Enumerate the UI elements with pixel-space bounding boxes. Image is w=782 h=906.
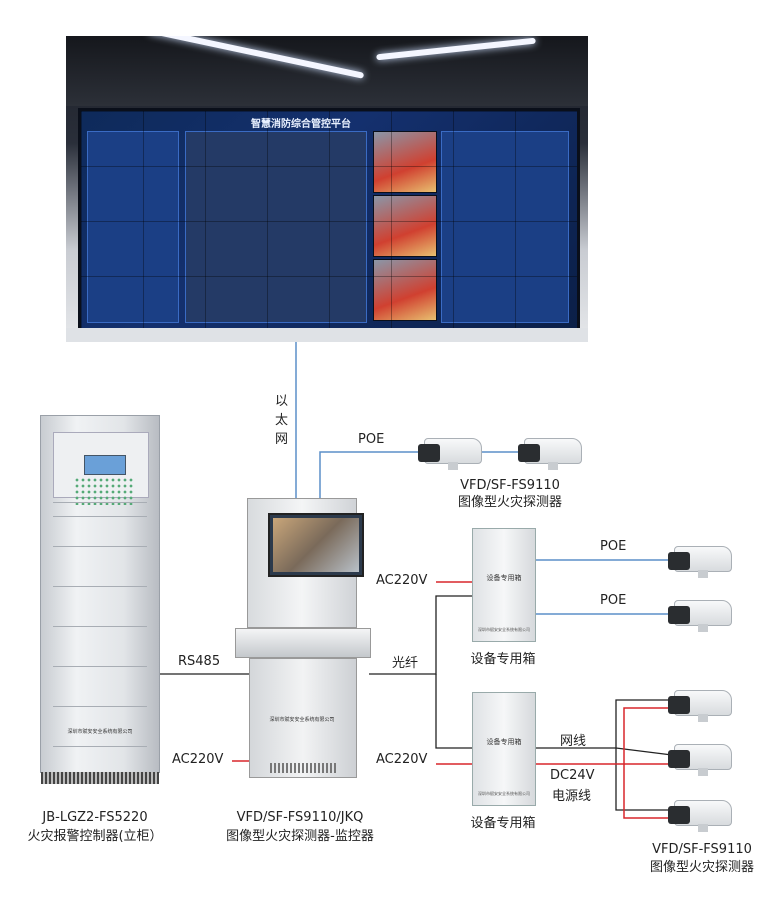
box2-name: 设备专用箱 bbox=[470, 816, 536, 831]
fire-detector-camera bbox=[668, 598, 732, 632]
poe-label-box1-a: POE bbox=[600, 539, 627, 554]
screen-panel bbox=[441, 131, 569, 323]
wall-screen: 智慧消防综合管控平台 bbox=[78, 108, 580, 336]
console-company: 深圳市赋安安全系统有限公司 bbox=[269, 717, 335, 723]
screen-panel bbox=[185, 131, 367, 323]
cabinet-name: 火灾报警控制器(立柜） bbox=[27, 829, 163, 844]
cameras-bottom-name: 图像型火灾探测器 bbox=[649, 860, 754, 875]
video-wall-image: 智慧消防综合管控平台 bbox=[66, 36, 588, 342]
ethernet-label-1: 以 bbox=[275, 394, 289, 409]
ac-label-box2: AC220V bbox=[376, 752, 428, 767]
dc-label-2: 电源线 bbox=[552, 789, 592, 804]
console-desk bbox=[235, 628, 371, 658]
ac-label-console: AC220V bbox=[172, 752, 224, 767]
box-company: 深圳市赋安安全系统有限公司 bbox=[478, 791, 530, 796]
fire-detector-camera bbox=[418, 436, 482, 470]
cabinet-model: JB-LGZ2-FS5220 bbox=[42, 810, 148, 825]
wall-screen-title: 智慧消防综合管控平台 bbox=[251, 119, 351, 130]
floor bbox=[66, 328, 588, 342]
equipment-box-2: 设备专用箱 深圳市赋安安全系统有限公司 bbox=[472, 692, 536, 806]
fire-detector-camera bbox=[668, 544, 732, 578]
fire-detector-camera bbox=[518, 436, 582, 470]
keypad bbox=[74, 477, 134, 505]
net-cable-1 bbox=[534, 699, 672, 749]
fiber-line-box2 bbox=[435, 674, 472, 749]
box-panel-label: 设备专用箱 bbox=[486, 574, 522, 582]
net-cable-label: 网线 bbox=[560, 734, 587, 749]
box1-name: 设备专用箱 bbox=[470, 652, 536, 667]
equipment-box-1: 设备专用箱 深圳市赋安安全系统有限公司 bbox=[472, 528, 536, 642]
fire-alarm-controller-cabinet: 深圳市赋安安全系统有限公司 bbox=[40, 415, 160, 784]
screen-panel bbox=[87, 131, 179, 323]
fire-detector-camera bbox=[668, 798, 732, 832]
fiber-label: 光纤 bbox=[392, 656, 419, 671]
dc-line-1 bbox=[534, 707, 672, 765]
ac-label-box1: AC220V bbox=[376, 573, 428, 588]
poe-label-box1-b: POE bbox=[600, 593, 627, 608]
bezel-grid bbox=[81, 111, 577, 333]
lcd-display bbox=[84, 455, 126, 475]
cabinet-vent bbox=[41, 772, 159, 784]
fire-detector-camera bbox=[668, 688, 732, 722]
screen-video-tile bbox=[373, 195, 437, 257]
box-company: 深圳市赋安安全系统有限公司 bbox=[478, 627, 530, 632]
control-panel bbox=[53, 432, 149, 505]
console-base bbox=[249, 658, 357, 778]
screen-video-tile bbox=[373, 131, 437, 193]
screen-video-tile bbox=[373, 259, 437, 321]
poe-label-top: POE bbox=[358, 432, 385, 447]
console-model: VFD/SF-FS9110/JKQ bbox=[236, 810, 364, 825]
dc-label-1: DC24V bbox=[550, 768, 595, 783]
console-name: 图像型火灾探测器-监控器 bbox=[226, 829, 374, 844]
console-head bbox=[247, 498, 364, 628]
cameras-top-model: VFD/SF-FS9110 bbox=[460, 478, 560, 493]
fiber-line bbox=[369, 595, 472, 675]
cabinet-company: 深圳市赋安安全系统有限公司 bbox=[67, 729, 133, 735]
box-panel-label: 设备专用箱 bbox=[486, 738, 522, 746]
dc-line-3 bbox=[623, 764, 672, 819]
fire-detector-camera bbox=[668, 742, 732, 776]
cameras-bottom-model: VFD/SF-FS9110 bbox=[652, 842, 752, 857]
console-monitor bbox=[268, 513, 364, 577]
net-cable-3 bbox=[615, 748, 672, 811]
ethernet-label-2: 太 bbox=[275, 413, 289, 428]
ethernet-label-3: 网 bbox=[275, 432, 289, 447]
net-cable-2 bbox=[615, 747, 673, 756]
poe-line-top bbox=[319, 451, 426, 498]
monitor-console: 深圳市赋安安全系统有限公司 bbox=[235, 498, 371, 778]
rs485-label: RS485 bbox=[178, 654, 221, 669]
cameras-top-name: 图像型火灾探测器 bbox=[457, 495, 562, 510]
